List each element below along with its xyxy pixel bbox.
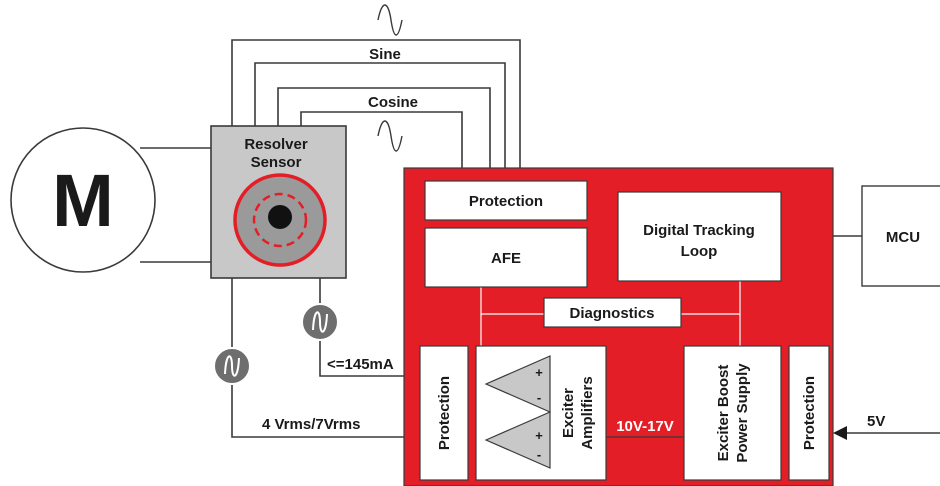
- vrms-label: 4 Vrms/7Vrms: [262, 416, 360, 433]
- sine-wave-icon: [377, 4, 403, 36]
- protection-right-box: [788, 345, 830, 481]
- diagnostics-label: Diagnostics: [569, 305, 654, 322]
- current-label: <=145mA: [327, 356, 394, 373]
- diagnostics-box: [543, 297, 682, 328]
- vrms-wire: [231, 278, 404, 438]
- supply-arrow-icon: [833, 426, 847, 440]
- vrms-source-wave: [224, 355, 240, 377]
- amplifier-top-minus: -: [537, 390, 541, 405]
- amplifier-top-icon: [484, 355, 551, 413]
- resolver-rotor-hub: [268, 205, 292, 229]
- resolver-label-line1: Resolver: [244, 136, 308, 153]
- afe-box: [424, 227, 588, 288]
- protection-top-label: Protection: [469, 193, 543, 210]
- protection-right-label: Protection: [801, 376, 818, 450]
- amplifier-top-plus: +: [535, 365, 543, 380]
- sine-wire-outer: [231, 39, 521, 168]
- boost-label-line2: Power Supply: [734, 363, 751, 463]
- dtl-label-line1: Digital Tracking: [643, 222, 755, 239]
- cosine-wire-outer: [277, 87, 491, 168]
- protection-left-label: Protection: [436, 376, 453, 450]
- supply-label: 5V: [867, 413, 885, 430]
- mcu-label: MCU: [886, 229, 920, 246]
- mcu-box: [861, 185, 940, 287]
- exciter-amp-label-line2: Amplifiers: [579, 376, 596, 449]
- dtl-label-line2: Loop: [681, 243, 718, 260]
- resolver-rotor-ring: [252, 192, 308, 248]
- amplifier-bottom-icon: [484, 411, 551, 469]
- cosine-wire-inner: [300, 111, 463, 168]
- afe-label: AFE: [491, 250, 521, 267]
- protection-left-box: [419, 345, 469, 481]
- motor-label: M: [52, 159, 114, 242]
- resolver-label-line2: Sensor: [251, 154, 302, 171]
- motor-circle: [10, 127, 156, 273]
- cosine-wave-icon: [377, 120, 403, 152]
- digital-tracking-loop-box: [617, 191, 782, 282]
- exciter-amp-label-line1: Exciter: [560, 388, 577, 438]
- exciter-boost-box: [683, 345, 782, 481]
- amplifier-bottom-plus: +: [535, 428, 543, 443]
- cosine-label: Cosine: [368, 94, 418, 111]
- boost-range-label: 10V-17V: [616, 418, 674, 435]
- sine-label: Sine: [369, 46, 401, 63]
- current-source-wave: [312, 311, 328, 333]
- boost-label-line1: Exciter Boost: [715, 365, 732, 462]
- protection-top-box: [424, 180, 588, 221]
- amplifier-bottom-minus: -: [537, 447, 541, 462]
- sine-wire-inner: [254, 62, 506, 168]
